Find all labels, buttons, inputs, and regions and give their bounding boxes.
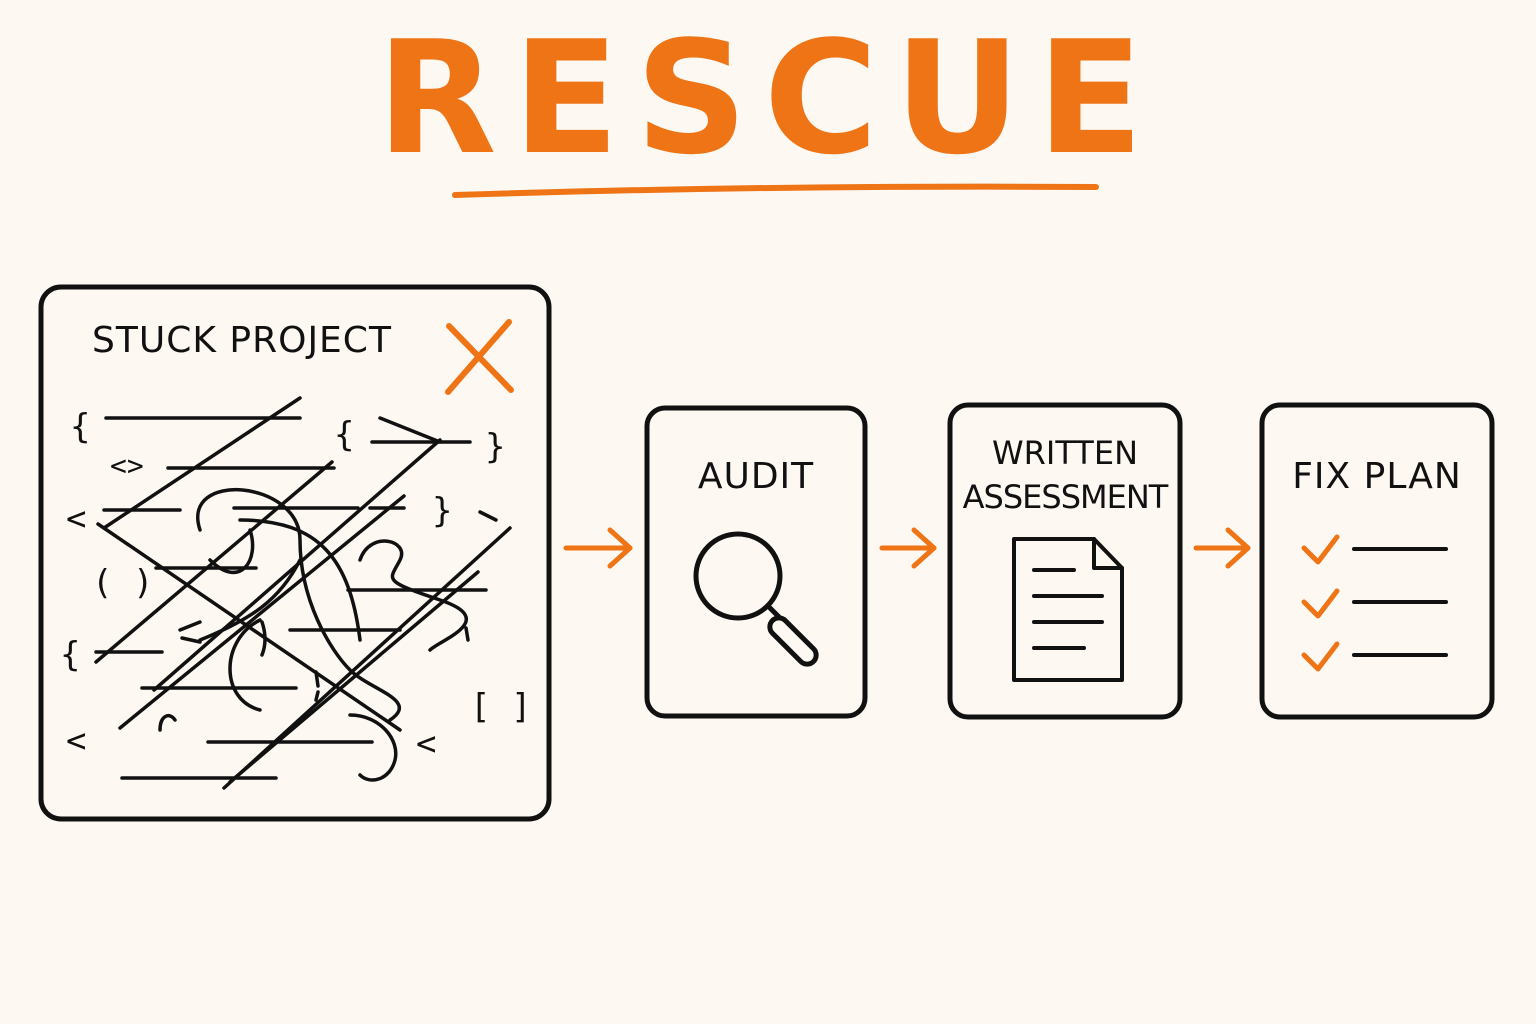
stuck-project-card: { { } <> } < ( ) { [ ] < <: [38, 284, 552, 822]
check-icon: [1301, 588, 1340, 619]
document-icon: [1012, 537, 1124, 682]
assessment-label-line1: WRITTEN: [992, 434, 1138, 472]
code-glyph: }: [485, 427, 505, 467]
code-glyph: {: [334, 415, 354, 455]
fix-plan-label: FIX PLAN: [1292, 456, 1462, 497]
code-glyph: <: [66, 721, 86, 761]
magnifier-icon: [693, 531, 819, 667]
checklist-icon: [1301, 534, 1448, 672]
audit-card: [644, 405, 868, 719]
close-x-icon: [445, 319, 514, 395]
title-underline: [452, 183, 1099, 198]
code-glyph: [ ]: [470, 687, 531, 727]
scribble-strokes: [94, 396, 512, 790]
stuck-project-label: STUCK PROJECT: [92, 320, 392, 361]
fix-plan-card: [1259, 402, 1495, 720]
flow-arrow: [879, 527, 937, 569]
code-glyph: }: [432, 491, 452, 531]
assessment-label-line2: ASSESSMENT: [962, 478, 1169, 516]
audit-label: AUDIT: [697, 456, 815, 497]
check-icon: [1301, 534, 1340, 565]
code-glyph: <: [66, 499, 86, 539]
code-glyphs: { { } <> } < ( ) { [ ] < <: [60, 407, 531, 764]
flow-arrow: [1193, 527, 1251, 569]
code-glyph: {: [70, 407, 90, 447]
code-glyph: {: [60, 635, 80, 675]
check-icon: [1301, 641, 1340, 672]
flow-arrow: [563, 527, 633, 569]
page-title: RESCUE: [376, 7, 1160, 189]
written-assessment-card: [947, 402, 1183, 720]
code-glyph: <: [416, 724, 436, 764]
code-glyph: <>: [110, 449, 144, 482]
code-glyph: ( ): [92, 563, 153, 603]
